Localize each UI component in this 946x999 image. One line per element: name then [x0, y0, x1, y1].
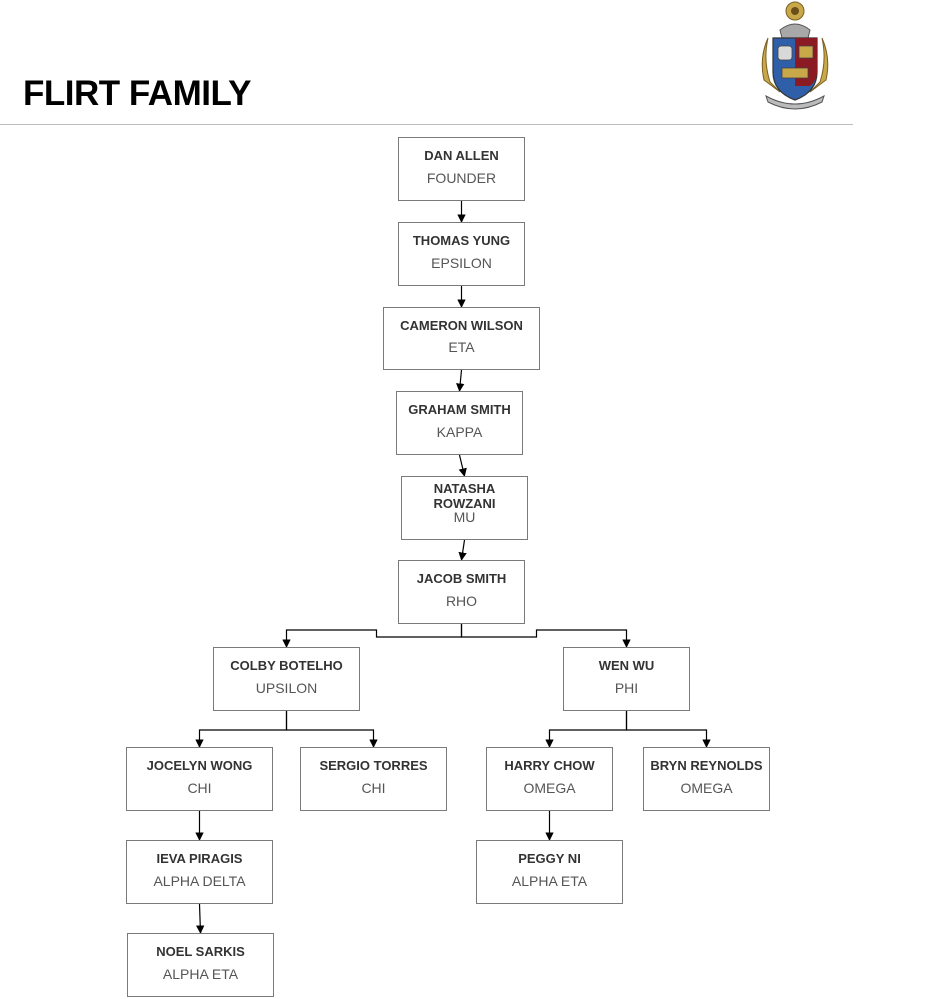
- connector-wen-wu-to-bryn-reynolds: [625, 711, 711, 748]
- member-name: COLBY BOTELHO: [230, 658, 343, 673]
- member-chapter: CHI: [361, 780, 386, 796]
- member-chapter: OMEGA: [523, 780, 576, 796]
- member-name: PEGGY NI: [518, 851, 581, 866]
- page-title: FLIRT FAMILY: [23, 74, 251, 113]
- member-chapter: MU: [453, 509, 476, 525]
- tree-node-dan-allen: DAN ALLEN FOUNDER: [398, 137, 525, 201]
- title-divider: [0, 124, 853, 125]
- connector-natasha-rowzani-to-jacob-smith: [458, 539, 467, 561]
- fraternity-crest-icon: [761, 1, 829, 110]
- member-name: BRYN REYNOLDS: [650, 758, 763, 773]
- connector-wen-wu-to-harry-chow: [545, 711, 628, 748]
- member-chapter: RHO: [445, 593, 478, 609]
- member-chapter: UPSILON: [255, 680, 318, 696]
- connector-ieva-piragis-to-noel-sarkis: [196, 903, 205, 934]
- member-chapter: ETA: [448, 339, 475, 355]
- connector-cameron-wilson-to-graham-smith: [456, 369, 465, 392]
- member-chapter: EPSILON: [431, 255, 492, 271]
- member-name: JOCELYN WONG: [146, 758, 253, 773]
- tree-node-bryn-reynolds: BRYN REYNOLDS OMEGA: [643, 747, 770, 811]
- member-chapter: PHI: [614, 680, 639, 696]
- member-chapter: ALPHA ETA: [511, 873, 588, 889]
- tree-node-graham-smith: GRAHAM SMITH KAPPA: [396, 391, 523, 455]
- member-name: CAMERON WILSON: [400, 318, 523, 333]
- connector-jacob-smith-to-wen-wu: [460, 624, 631, 648]
- member-chapter: FOUNDER: [426, 170, 497, 186]
- connector-colby-botelho-to-sergio-torres: [285, 711, 378, 748]
- connector-jacob-smith-to-colby-botelho: [282, 624, 463, 648]
- member-name: GRAHAM SMITH: [408, 402, 511, 417]
- member-chapter: KAPPA: [436, 424, 483, 440]
- connector-graham-smith-to-natasha-rowzani: [458, 454, 467, 477]
- tree-node-jacob-smith: JACOB SMITH RHO: [398, 560, 525, 624]
- tree-node-cameron-wilson: CAMERON WILSON ETA: [383, 307, 540, 370]
- tree-node-noel-sarkis: NOEL SARKIS ALPHA ETA: [127, 933, 274, 997]
- tree-node-ieva-piragis: IEVA PIRAGIS ALPHA DELTA: [126, 840, 273, 904]
- member-name: IEVA PIRAGIS: [156, 851, 243, 866]
- tree-node-sergio-torres: SERGIO TORRES CHI: [300, 747, 447, 811]
- member-name: HARRY CHOW: [504, 758, 595, 773]
- tree-node-peggy-ni: PEGGY NI ALPHA ETA: [476, 840, 623, 904]
- tree-node-colby-botelho: COLBY BOTELHO UPSILON: [213, 647, 360, 711]
- member-name: WEN WU: [598, 658, 655, 673]
- member-name: DAN ALLEN: [424, 148, 499, 163]
- member-name: THOMAS YUNG: [412, 233, 511, 248]
- tree-node-wen-wu: WEN WU PHI: [563, 647, 690, 711]
- member-name: JACOB SMITH: [416, 571, 507, 586]
- member-chapter: OMEGA: [680, 780, 733, 796]
- tree-node-jocelyn-wong: JOCELYN WONG CHI: [126, 747, 273, 811]
- member-name: NATASHA ROWZANI: [433, 481, 496, 511]
- member-name: SERGIO TORRES: [319, 758, 428, 773]
- member-chapter: ALPHA DELTA: [153, 873, 246, 889]
- connector-colby-botelho-to-jocelyn-wong: [195, 711, 288, 748]
- member-chapter: CHI: [187, 780, 212, 796]
- tree-node-thomas-yung: THOMAS YUNG EPSILON: [398, 222, 525, 286]
- member-chapter: ALPHA ETA: [162, 966, 239, 982]
- tree-node-harry-chow: HARRY CHOW OMEGA: [486, 747, 613, 811]
- member-name: NOEL SARKIS: [156, 944, 245, 959]
